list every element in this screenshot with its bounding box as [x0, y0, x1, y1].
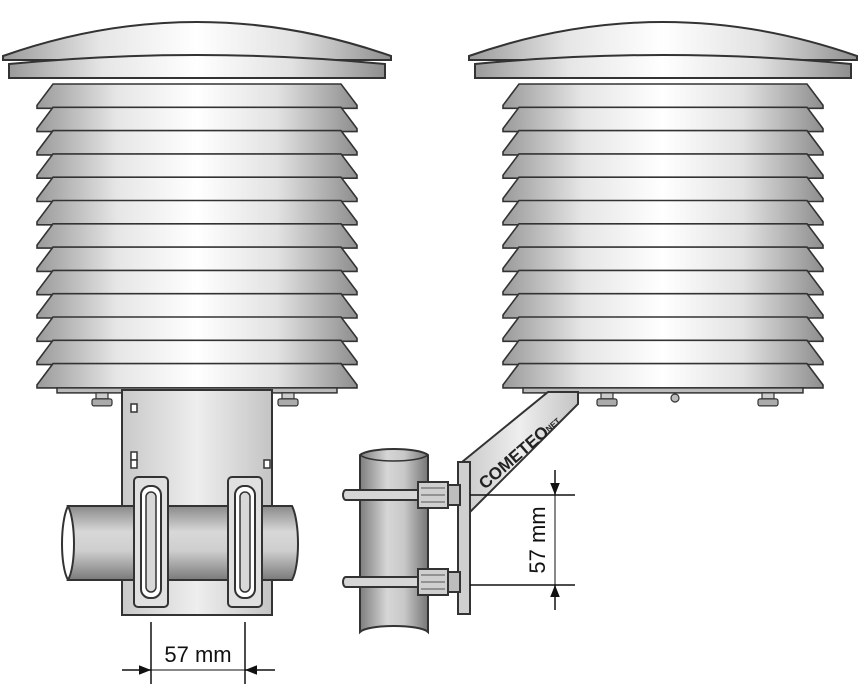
louver-plate	[36, 83, 358, 110]
left-radiation-shield	[2, 21, 392, 407]
mounting-screw-head	[757, 398, 779, 407]
louver-plate	[36, 292, 358, 319]
louver-plate	[36, 316, 358, 343]
u-bolt-left	[133, 476, 169, 608]
louver-plate	[36, 199, 358, 226]
drain-nub	[670, 393, 680, 403]
mounting-screw	[281, 392, 295, 400]
louver-plate	[502, 223, 824, 249]
louver-plate	[502, 106, 824, 133]
mounting-screw	[761, 392, 775, 400]
mounting-screw-head	[91, 398, 113, 407]
louver-plate	[502, 292, 824, 319]
louver-plate	[502, 199, 824, 226]
shield-second-cap	[474, 54, 852, 79]
u-bolt-right	[227, 476, 263, 608]
mounting-screw	[95, 392, 109, 400]
louver-plate	[36, 176, 358, 203]
louver-plate	[502, 83, 824, 110]
side-dimension-label: 57 mm	[525, 506, 550, 573]
shield-top-cap	[2, 21, 392, 61]
shield-base-rim	[522, 387, 804, 394]
louver-plate	[502, 129, 824, 156]
louver-plate	[502, 246, 824, 273]
vertical-pipe	[359, 448, 429, 635]
louver-plate	[36, 246, 358, 273]
lower-clamp-bolt	[342, 568, 461, 596]
bottom-dimension-label: 57 mm	[164, 642, 231, 667]
right-radiation-shield	[468, 21, 858, 407]
bottom-dimension: 57 mm	[122, 622, 275, 684]
shield-top-cap	[468, 21, 858, 61]
louver-plate	[36, 339, 358, 366]
louver-plate	[36, 129, 358, 156]
louver-plate	[502, 362, 824, 389]
louver-plate	[36, 269, 358, 296]
louver-plate	[502, 339, 824, 366]
louver-plate	[502, 153, 824, 179]
upper-clamp-bolt	[342, 481, 461, 509]
louver-plate	[36, 223, 358, 249]
louver-plate	[502, 176, 824, 203]
angled-bracket-arm: COMETEO NET	[460, 391, 579, 515]
mounting-screw-head	[277, 398, 299, 407]
mounting-screw	[600, 392, 614, 400]
shield-second-cap	[8, 54, 386, 79]
louver-plate	[502, 316, 824, 343]
louver-plate	[36, 153, 358, 179]
louver-plate	[36, 106, 358, 133]
side-dimension: 57 mm	[470, 470, 575, 610]
louver-plate	[36, 362, 358, 389]
louver-plate	[502, 269, 824, 296]
mounting-screw-head	[596, 398, 618, 407]
